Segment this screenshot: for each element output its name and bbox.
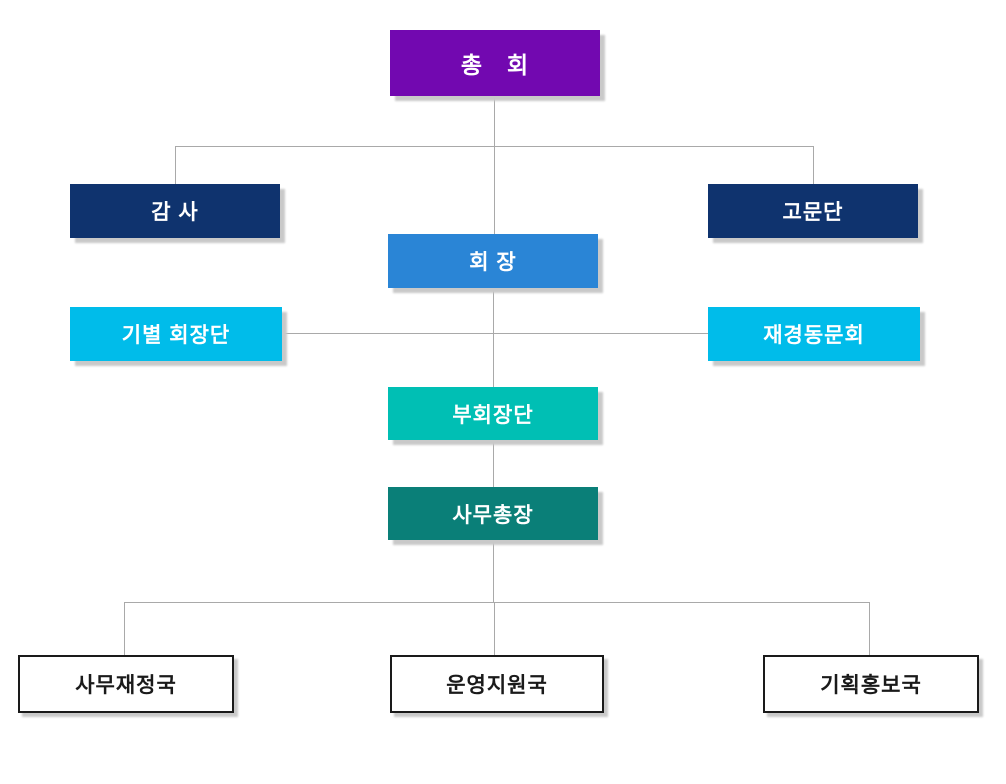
node-vice-presidents: 부회장단 xyxy=(388,387,598,440)
node-class-presidents: 기별 회장단 xyxy=(70,307,282,361)
node-advisory-group: 고문단 xyxy=(708,184,918,238)
connector-president-down xyxy=(493,288,494,387)
connector-to-president xyxy=(494,146,495,234)
connector-advisory-drop xyxy=(813,146,814,184)
connector-bureau2-drop xyxy=(494,602,495,655)
connector-auditor-drop xyxy=(175,146,176,184)
connector-mid-horizontal xyxy=(282,333,708,334)
node-admin-finance-bureau: 사무재정국 xyxy=(18,655,234,713)
node-finance-alumni: 재경동문회 xyxy=(708,307,920,361)
connector-vp-down xyxy=(493,440,494,487)
connector-bottom-horizontal xyxy=(124,602,869,603)
connector-sg-down xyxy=(493,540,494,602)
connector-root-down xyxy=(494,96,495,146)
node-secretary-general: 사무총장 xyxy=(388,487,598,540)
node-auditor: 감 사 xyxy=(70,184,280,238)
node-planning-pr-bureau: 기획홍보국 xyxy=(763,655,979,713)
connector-bureau1-drop xyxy=(124,602,125,655)
connector-bureau3-drop xyxy=(869,602,870,655)
node-general-assembly: 총 회 xyxy=(390,30,600,96)
node-president: 회 장 xyxy=(388,234,598,288)
node-operations-support-bureau: 운영지원국 xyxy=(390,655,604,713)
